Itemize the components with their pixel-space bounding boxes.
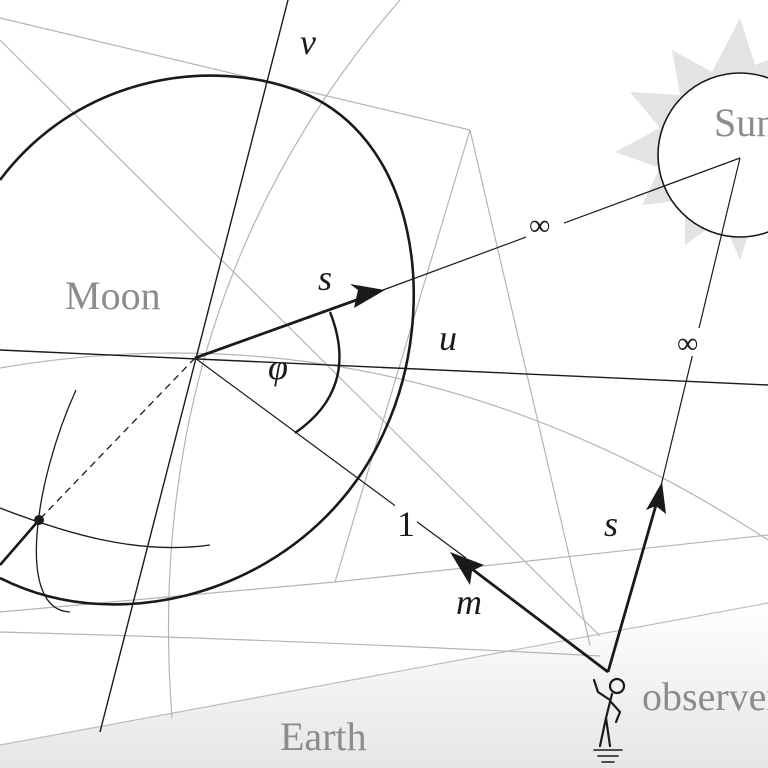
observer-lower-arm [609,700,622,724]
moon-outline [0,74,415,606]
sun-label: Sun [714,100,768,145]
moon-body [0,74,415,613]
vector-m-arrowhead [450,552,484,585]
moon-label: Moon [65,273,161,318]
phi-angle-label: φ [268,347,288,387]
observer-body [604,692,614,720]
sun-disc [657,72,768,238]
moon-hidden-radius [38,357,196,521]
vector-s-observer-label: s [604,504,618,544]
observer-ground-mark [593,749,623,763]
vector-s-observer-shaft [606,504,658,673]
vector-s-moon-label: s [318,258,332,298]
moon-observer-line [194,357,467,559]
v-axis-line [99,0,289,733]
phi-angle-arc [294,311,341,434]
v-axis-label: v [300,22,316,62]
infinity-moon-sun-label: ∞ [529,209,550,242]
earth-label: Earth [280,714,367,759]
vector-s-observer-arrowhead [646,482,666,514]
earth-surface [0,603,768,768]
moon-meridian-arc [35,389,77,613]
observer-label: observer [642,674,768,719]
moon-parallel-arc [0,507,211,549]
label-backgrounds [395,210,712,540]
observer-legs [598,716,612,748]
vector-m-label: m [456,582,482,622]
u-axis-label: u [439,318,457,358]
observer-head [608,677,626,695]
vector-s-moon-arrowhead [350,284,385,308]
unit-distance-label: 1 [397,504,415,544]
vectors [194,284,666,674]
earth-horizon-line [0,602,768,746]
axes [0,0,768,733]
vector-m-shaft [467,564,609,674]
moon-radius-extension [0,519,40,566]
vector-s-moon-shaft [194,296,363,360]
observer-sun-line [659,157,741,491]
moon-surface-point [34,515,44,525]
observer-raised-arm [592,678,612,702]
infinity-observer-sun-label: ∞ [677,327,698,360]
stick-figure-icon [592,677,626,763]
u-axis-line [0,349,768,386]
